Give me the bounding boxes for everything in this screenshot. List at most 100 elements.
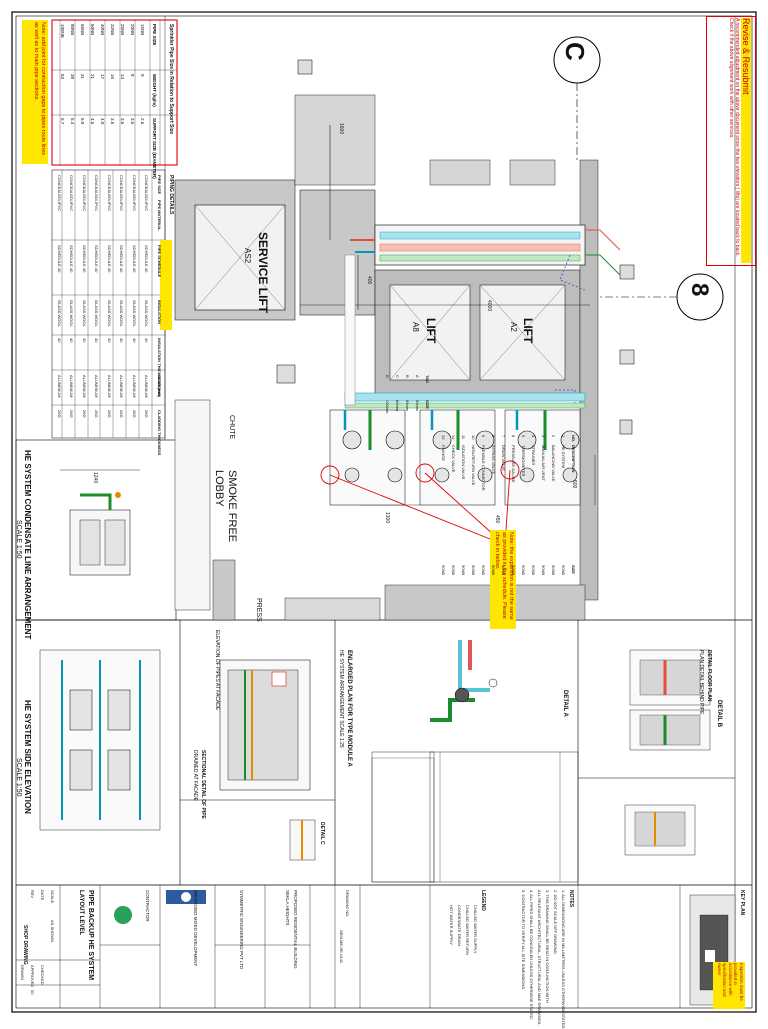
size-table-cell: B	[405, 375, 410, 378]
size-table-header: TAG	[425, 375, 430, 384]
pipe-schedule-header: PIPE SIZE	[157, 175, 162, 195]
equip-legend-cell: DRAIN VALVE	[501, 445, 506, 471]
pipe-schedule-cell: SCHEDULE 40	[81, 245, 87, 273]
legend-item: CHILLED WATER SUPPLY	[473, 905, 478, 954]
pipe-schedule-cell: ALUMINIUM	[94, 375, 99, 398]
equip-legend-cell: 50NB	[531, 565, 536, 576]
size-table-cell: 65mm	[405, 400, 410, 412]
equip-legend-cell: 9	[481, 435, 486, 438]
dim-2: 400	[366, 276, 372, 285]
pipe-size-cell: 40NB	[100, 24, 105, 36]
pipe-schedule-cell: UPVC	[69, 200, 74, 212]
chute-label: CHUTE	[228, 415, 235, 440]
drawing-subtitle: LAYOUT LEVEL	[78, 890, 84, 936]
pipe-schedule-cell: SCHEDULE 40	[106, 245, 112, 273]
pipe-schedule-cell: ALUMINIUM	[69, 375, 74, 398]
equip-legend-cell: FLEXIBLE CONNECTOR	[481, 445, 486, 491]
pipe-size-cell: 3.5	[110, 118, 115, 125]
pipe-size-cell: 15NB	[140, 24, 145, 36]
pipe-schedule-cell: 26G	[56, 410, 62, 418]
pipe-size-cell: 5.4	[70, 118, 75, 125]
side-elevation-scale: SCALE 1:50	[15, 758, 22, 797]
pipe-size-cell: 31	[80, 74, 85, 80]
pipe-size-cell: 17	[100, 74, 105, 80]
date-label: DATE	[40, 890, 45, 901]
pipe-size-cell: 65NB	[80, 24, 85, 36]
press-label: PRESS	[255, 598, 262, 622]
pipe-size-cell: 3.5	[120, 118, 125, 125]
pipe-schedule-cell: 26G	[144, 410, 149, 418]
scale-value: AS SHOWN	[50, 920, 55, 942]
pipe-schedule-cell: ALUMINIUM	[81, 375, 87, 398]
equip-legend-cell: 3	[541, 435, 546, 438]
revise-note-frame	[706, 16, 756, 266]
pipe-size-cell: 5.7	[60, 118, 65, 125]
note-line: 5. CONTRACTOR TO VERIFY ALL SITE DIMENSI…	[521, 890, 526, 991]
detail-c-title: DETAIL C	[319, 822, 325, 845]
key-plan-label: KEY PLAN	[739, 890, 745, 916]
pipe-schedule-cell: UPVC	[94, 200, 99, 212]
pipe-schedule-cell: CONCEALED	[106, 175, 112, 200]
legend-title: LEGEND	[480, 890, 486, 911]
enlarged-plan-title: ENLARGED PLAN FOR TYPE MODULE A	[346, 650, 352, 767]
equip-legend-cell: 5	[521, 435, 526, 438]
note-line: 2. DO NOT SCALE OFF DRAWING.	[553, 890, 558, 955]
pipe-size-cell: 14	[120, 74, 125, 80]
legend-item: CONDENSATE DRAIN	[457, 905, 462, 947]
drawing-title: PIPE BACKUP HE SYSTEM	[87, 890, 94, 981]
pipe-schedule-cell: UPVC	[106, 200, 112, 212]
dim-5: 1240	[92, 472, 98, 484]
drawing-no: SEM-ME-HE-0142	[339, 930, 344, 964]
equip-legend-cell: CHECK VALVE	[451, 445, 456, 473]
equip-legend-cell: PRESSURE GAUGE	[511, 445, 516, 483]
drawn-label: DRAWN	[20, 965, 25, 980]
size-table-header: SIZE	[425, 400, 430, 409]
pipe-schedule-cell: SCHEDULE 40	[144, 245, 149, 273]
equip-legend-cell: STRAINER	[531, 445, 536, 466]
pipe-schedule-cell: 40	[94, 338, 99, 343]
pipe-schedule-cell: 40	[56, 338, 62, 343]
pipe-schedule-cell: CONCEALED	[94, 175, 99, 200]
equip-legend-cell: 4	[531, 435, 536, 438]
contraction-note: Note: add joint for contraction gaps to …	[22, 20, 48, 164]
pipe-schedule-cell: GLASS WOOL	[131, 300, 137, 327]
pipe-schedule-cell: CONCEALED	[144, 175, 149, 200]
pipe-schedule-header: PIPE SCHEDULE	[157, 245, 162, 278]
rev-label: REV	[30, 890, 35, 899]
equip-legend-cell: 50NB	[511, 565, 516, 576]
pipe-schedule-cell: 26G	[94, 410, 99, 418]
pipe-schedule-cell: GLASS WOOL	[94, 300, 99, 327]
size-table-cell: A	[415, 375, 420, 378]
pipe-schedule-cell: 26G	[119, 410, 124, 418]
enlarged-plan-scale: HE SYSTEM ARRANGEMENT SCALE 1:25	[338, 650, 344, 748]
equip-legend-cell: 50NB	[441, 565, 446, 576]
size-table-cell: D	[385, 375, 390, 378]
equip-legend-cell: NON-RETURN VALVE	[471, 445, 476, 486]
equip-legend-cell: 50NB	[551, 565, 556, 576]
equip-legend-cell: 50NB	[491, 565, 496, 576]
equip-legend-cell: ISOLATION VALVE	[461, 445, 466, 480]
detail-c-sub: ELEVATION OF PIPES AT FACADE	[214, 630, 220, 711]
consultant: SYMMETRIC ENGINEERING PVT LTD	[239, 890, 244, 970]
equip-legend-header: NO.	[571, 435, 576, 443]
pipe-schedule-header: PIPE MATERIAL	[157, 200, 162, 231]
grid-label-8: 8	[686, 283, 713, 297]
pipe-schedule-cell: ALUMINIUM	[131, 375, 137, 398]
section-pipe-title: SECTIONAL DETAIL OF PIPE	[200, 750, 206, 819]
pipe-schedule-cell: ALUMINIUM	[56, 375, 62, 398]
equip-legend-cell: MANUAL AIR VENT	[541, 445, 546, 481]
pipe-schedule-cell: ALUMINIUM	[119, 375, 124, 398]
legend-item: CHILLED WATER RETURN	[465, 905, 470, 955]
pipe-schedule-cell: GLASS WOOL	[69, 300, 74, 327]
service-lift-id: AS2	[243, 248, 252, 264]
pipe-size-cell: 16	[110, 74, 115, 80]
pipe-schedule-cell: SCHEDULE 40	[69, 245, 74, 273]
pipe-schedule-cell: 40	[119, 338, 124, 343]
dim-6: 500	[571, 480, 577, 489]
dim-3: 4000	[486, 300, 492, 312]
size-table-cell: 80mm	[395, 400, 400, 412]
pipe-schedule-cell: ALUMINIUM	[144, 375, 149, 398]
size-table-cell: 50mm	[415, 400, 420, 412]
equip-legend-cell: 11	[461, 435, 466, 440]
